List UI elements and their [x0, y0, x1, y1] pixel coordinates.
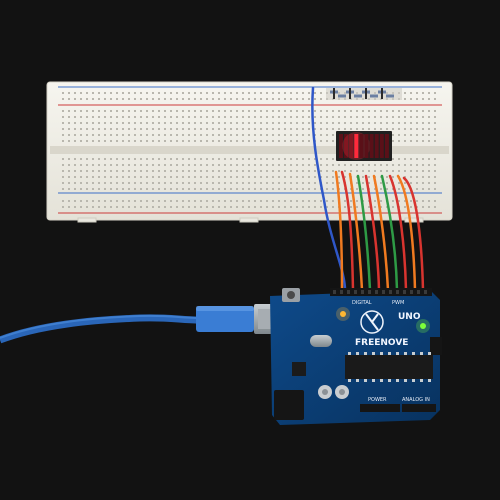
usb-boot: [196, 306, 254, 332]
red-wire-3: [388, 174, 408, 292]
led-segment: [374, 134, 379, 158]
led-segment: [364, 134, 369, 158]
red-wire-4: [402, 176, 425, 292]
red-wire-1: [340, 170, 355, 292]
led-segment: [344, 134, 349, 158]
digital-header: [330, 288, 432, 296]
led-segment: [379, 134, 384, 158]
bottom-power-rail: [60, 196, 440, 212]
led-segment: [359, 134, 364, 158]
led-segment: [369, 134, 374, 158]
voltage-regulator: [292, 362, 306, 376]
orange-wire-2: [372, 174, 390, 292]
analog-header: [402, 404, 436, 412]
led-segment: [339, 134, 343, 158]
power-led: [340, 311, 346, 317]
led-segment: [384, 134, 389, 158]
analog-label: ANALOG IN: [402, 397, 430, 403]
led-segment: [349, 134, 354, 158]
power-header: [360, 404, 400, 412]
brand-label: FREENOVE: [355, 338, 408, 348]
on-led: [420, 323, 426, 329]
digital-label: DIGITAL: [352, 300, 372, 306]
icsp-header: [430, 337, 442, 355]
resistor-array: [326, 88, 402, 100]
center-channel: [50, 146, 449, 154]
led-segment: [354, 134, 359, 158]
led-bar-graph: [336, 131, 392, 161]
arduino-board: FREENOVE UNO DIGITAL PWM: [270, 288, 442, 425]
green-wire-2: [380, 174, 399, 292]
orange-wire-3: [396, 174, 417, 292]
power-jack: [274, 390, 304, 420]
red-wire-2: [364, 174, 381, 292]
freenove-logo: [360, 310, 384, 334]
jumper-wires: [311, 86, 425, 292]
crystal-oscillator: [310, 335, 332, 347]
pwm-label: PWM: [392, 300, 404, 306]
orange-wire-1: [348, 172, 364, 292]
power-label: POWER: [368, 397, 387, 403]
model-label: UNO: [398, 312, 421, 322]
atmega-chip: [345, 355, 433, 379]
green-wire-1: [356, 174, 372, 292]
orange-wire-4: [334, 170, 344, 292]
